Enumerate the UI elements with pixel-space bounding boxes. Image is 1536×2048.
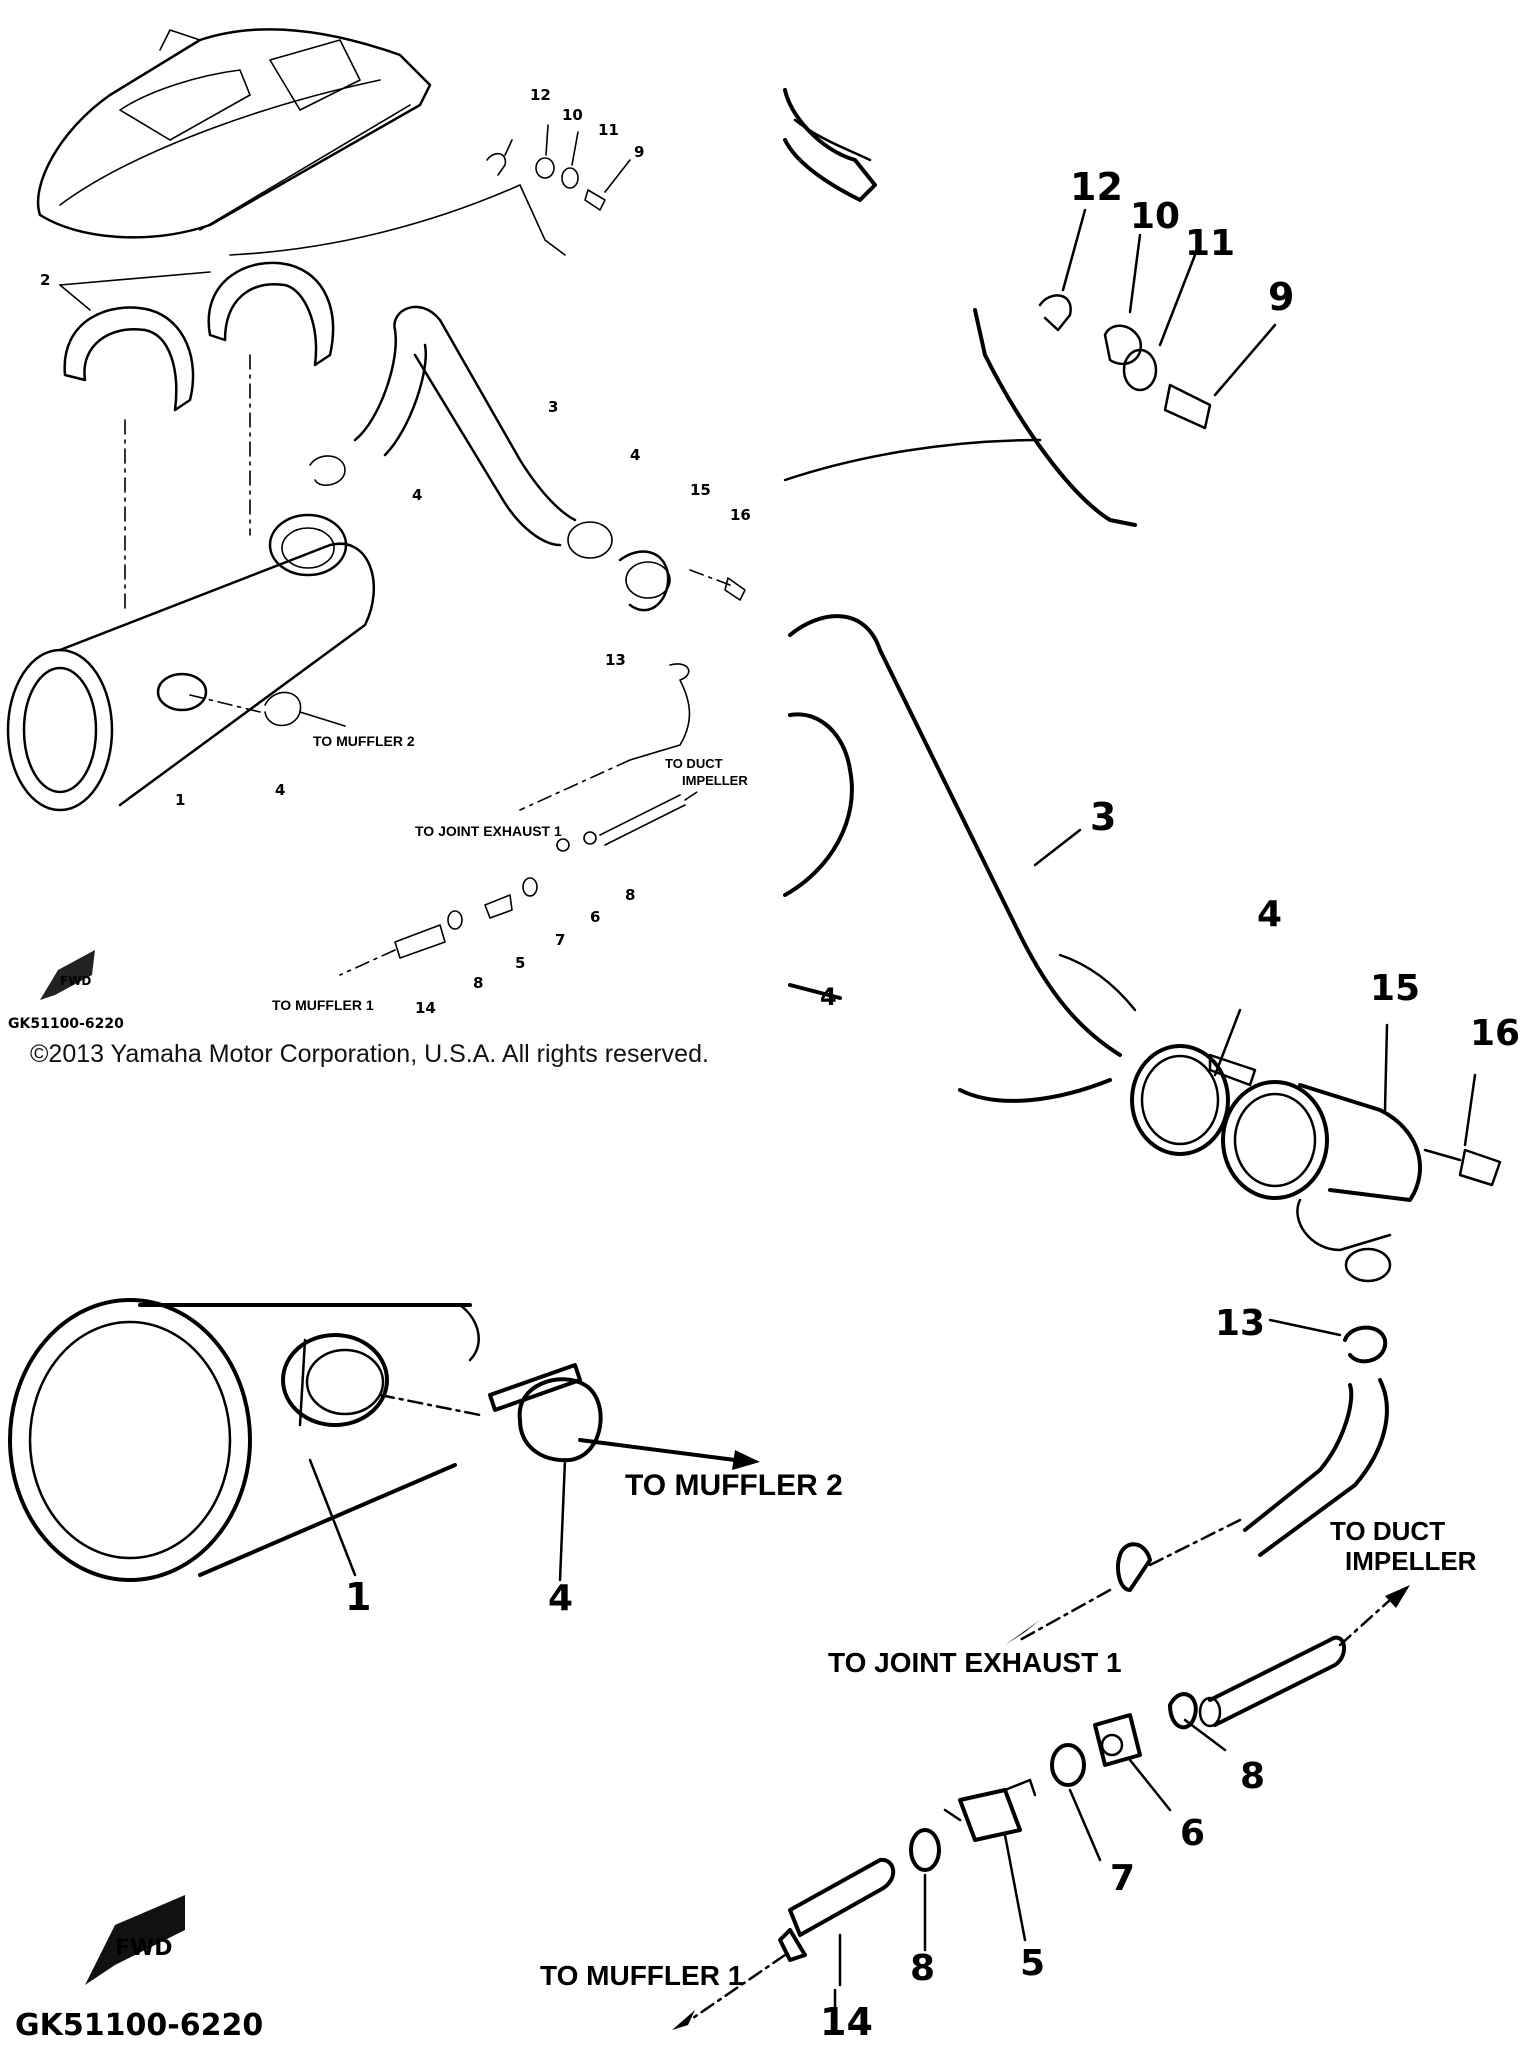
callout-small-to-duct: TO DUCT — [665, 756, 723, 771]
hose-13 — [1005, 1325, 1389, 1645]
muffler-large — [8, 1298, 482, 1582]
fastener-group-large — [783, 208, 1277, 527]
diagram-code-large: GK51100-6220 — [15, 2008, 263, 2043]
label-large-16: 16 — [1470, 1013, 1520, 1054]
label-large-8b: 8 — [910, 1948, 935, 1989]
label-small-2: 2 — [40, 271, 50, 289]
label-large-4-stub: 4 — [820, 983, 837, 1011]
callout-large-to-duct: TO DUCT — [1330, 1516, 1445, 1546]
hose-small — [309, 305, 746, 811]
label-large-15: 15 — [1370, 968, 1420, 1009]
label-small-3: 3 — [548, 398, 558, 416]
callout-large-to-joint-exhaust-1: TO JOINT EXHAUST 1 — [828, 1647, 1122, 1678]
pipes-small — [339, 789, 701, 976]
callout-large-to-muffler-1: TO MUFFLER 1 — [540, 1960, 743, 1991]
label-large-12: 12 — [1070, 165, 1123, 209]
label-large-4a: 4 — [1257, 894, 1282, 935]
label-small-9: 9 — [634, 143, 644, 161]
label-small-1: 1 — [175, 791, 185, 809]
label-large-10: 10 — [1130, 196, 1180, 237]
overview-diagram: FWD GK51100-6220 12 10 11 9 2 3 4 4 15 1… — [6, 28, 751, 1032]
clamp-large-lower — [488, 1363, 760, 1470]
duct-pipe — [1198, 1585, 1410, 1728]
copyright-notice: ©2013 Yamaha Motor Corporation, U.S.A. A… — [30, 1040, 709, 1068]
label-large-3: 3 — [1090, 795, 1116, 839]
fastener-group-small — [229, 124, 631, 256]
detail-diagram: 4 FWD GK51100-6220 12 10 11 9 3 4 15 16 … — [8, 88, 1520, 2044]
label-small-5: 5 — [515, 954, 525, 972]
callout-small-to-joint-exhaust-1: TO JOINT EXHAUST 1 — [415, 823, 562, 839]
label-small-4c: 4 — [275, 781, 285, 799]
label-small-8b: 8 — [473, 974, 483, 992]
svg-text:FWD: FWD — [60, 974, 91, 988]
label-large-14: 14 — [820, 2000, 873, 2044]
muffler-small — [6, 513, 375, 812]
label-small-11: 11 — [598, 121, 619, 139]
label-large-5: 5 — [1020, 1943, 1045, 1984]
fwd-icon-small: FWD — [40, 950, 95, 1000]
label-large-4b: 4 — [548, 1578, 573, 1619]
label-small-14: 14 — [415, 999, 436, 1017]
watercraft-illustration — [36, 28, 432, 239]
label-small-4a: 4 — [412, 486, 422, 504]
fittings-chain — [672, 1692, 1227, 2030]
label-small-4b: 4 — [630, 446, 640, 464]
label-large-8a: 8 — [1240, 1756, 1265, 1797]
label-large-13: 13 — [1215, 1303, 1265, 1344]
joint-15 — [1221, 1080, 1502, 1283]
label-small-8a: 8 — [625, 886, 635, 904]
label-large-6: 6 — [1180, 1813, 1205, 1854]
clamps-small — [59, 261, 335, 611]
diagram-code-small: GK51100-6220 — [8, 1016, 124, 1032]
callout-small-to-muffler-2: TO MUFFLER 2 — [313, 733, 415, 749]
label-small-13: 13 — [605, 651, 626, 669]
label-small-7: 7 — [555, 931, 565, 949]
label-large-1: 1 — [345, 1575, 371, 1619]
callout-small-to-muffler-1: TO MUFFLER 1 — [272, 997, 374, 1013]
label-small-6: 6 — [590, 908, 600, 926]
clamp-large-upper — [1130, 1044, 1257, 1156]
label-small-16: 16 — [730, 506, 751, 524]
label-large-9: 9 — [1268, 275, 1294, 319]
label-large-7: 7 — [1110, 1858, 1135, 1899]
label-large-11: 11 — [1185, 223, 1235, 264]
callout-small-impeller: IMPELLER — [682, 773, 748, 788]
hose-large — [783, 614, 1137, 1103]
callout-large-impeller: IMPELLER — [1345, 1546, 1477, 1576]
callout-large-to-muffler-2: TO MUFFLER 2 — [625, 1469, 843, 1502]
fwd-icon-large: FWD — [85, 1895, 185, 1985]
svg-text:FWD: FWD — [115, 1936, 173, 1961]
label-small-15: 15 — [690, 481, 711, 499]
label-small-10: 10 — [562, 106, 583, 124]
label-small-12: 12 — [530, 86, 551, 104]
